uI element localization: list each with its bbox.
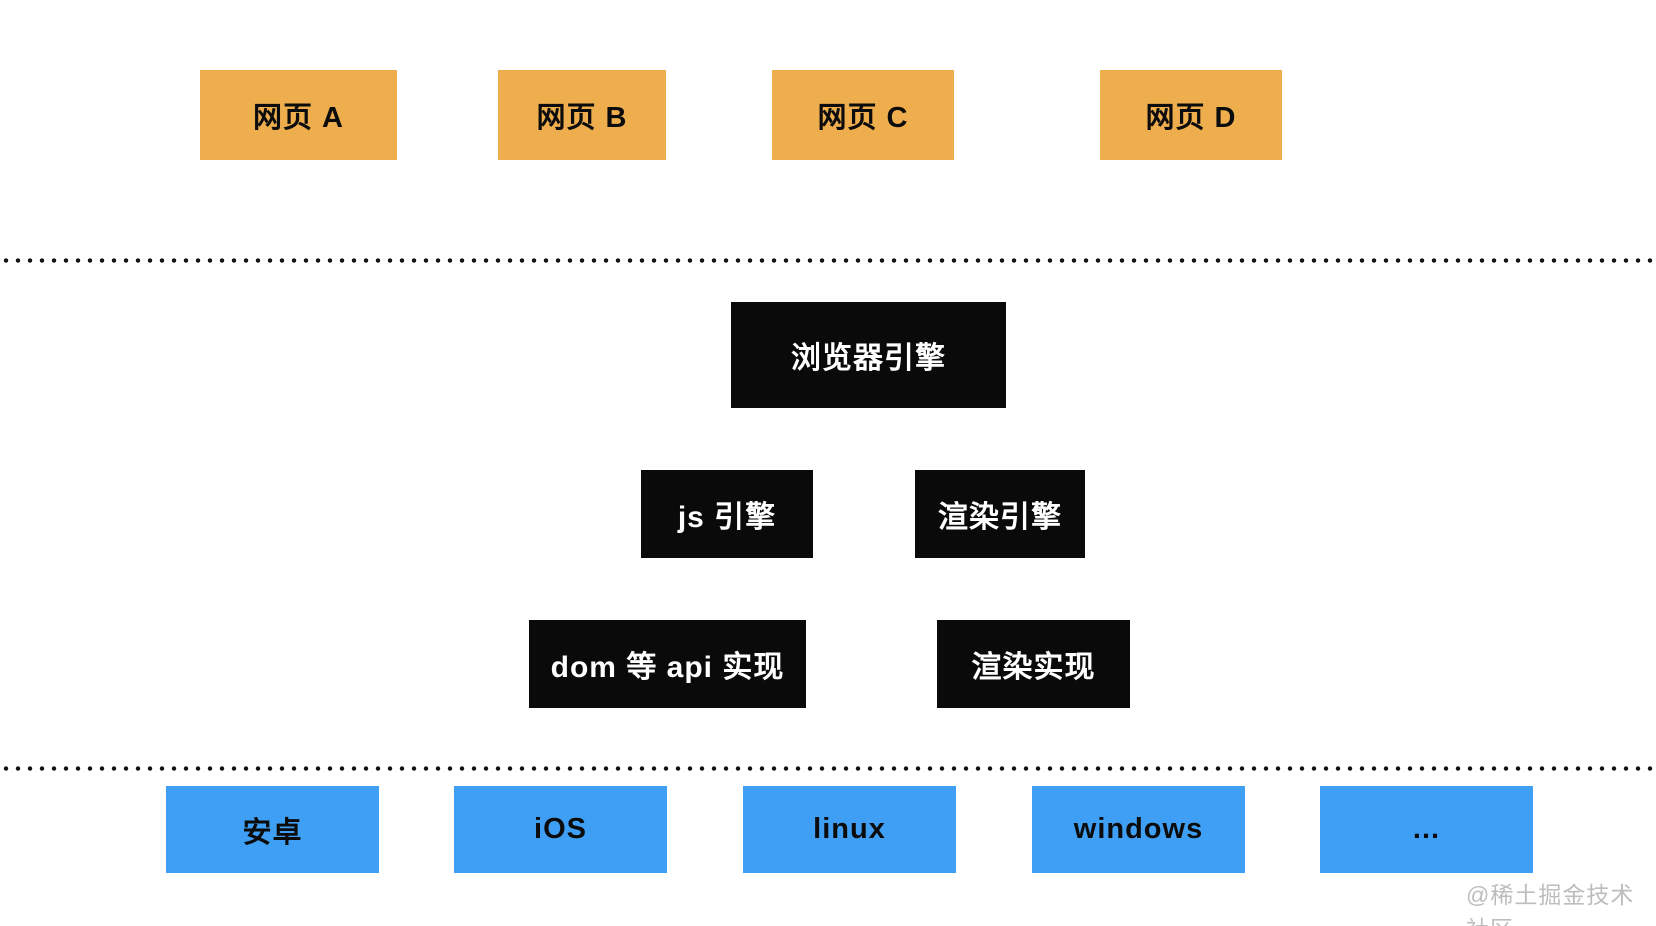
web-page-box-a: 网页 A (200, 70, 397, 160)
render-impl-box: 渲染实现 (937, 620, 1130, 708)
separator-bottom-dotted-line (0, 766, 1656, 771)
render-engine-box: 渲染引擎 (915, 470, 1085, 558)
watermark-juejin-community: @稀土掘金技术社区 (1466, 882, 1635, 926)
browser-engine-box: 浏览器引擎 (731, 302, 1006, 408)
platform-box-linux: linux (743, 786, 956, 873)
platform-box-more: ... (1320, 786, 1533, 873)
separator-top-dotted-line (0, 258, 1656, 263)
platform-box-windows: windows (1032, 786, 1245, 873)
web-page-box-c: 网页 C (772, 70, 954, 160)
platform-box-android: 安卓 (166, 786, 379, 873)
dom-api-impl-box: dom 等 api 实现 (529, 620, 806, 708)
web-page-box-d: 网页 D (1100, 70, 1282, 160)
platform-box-ios: iOS (454, 786, 667, 873)
js-engine-box: js 引擎 (641, 470, 813, 558)
web-page-box-b: 网页 B (498, 70, 666, 160)
